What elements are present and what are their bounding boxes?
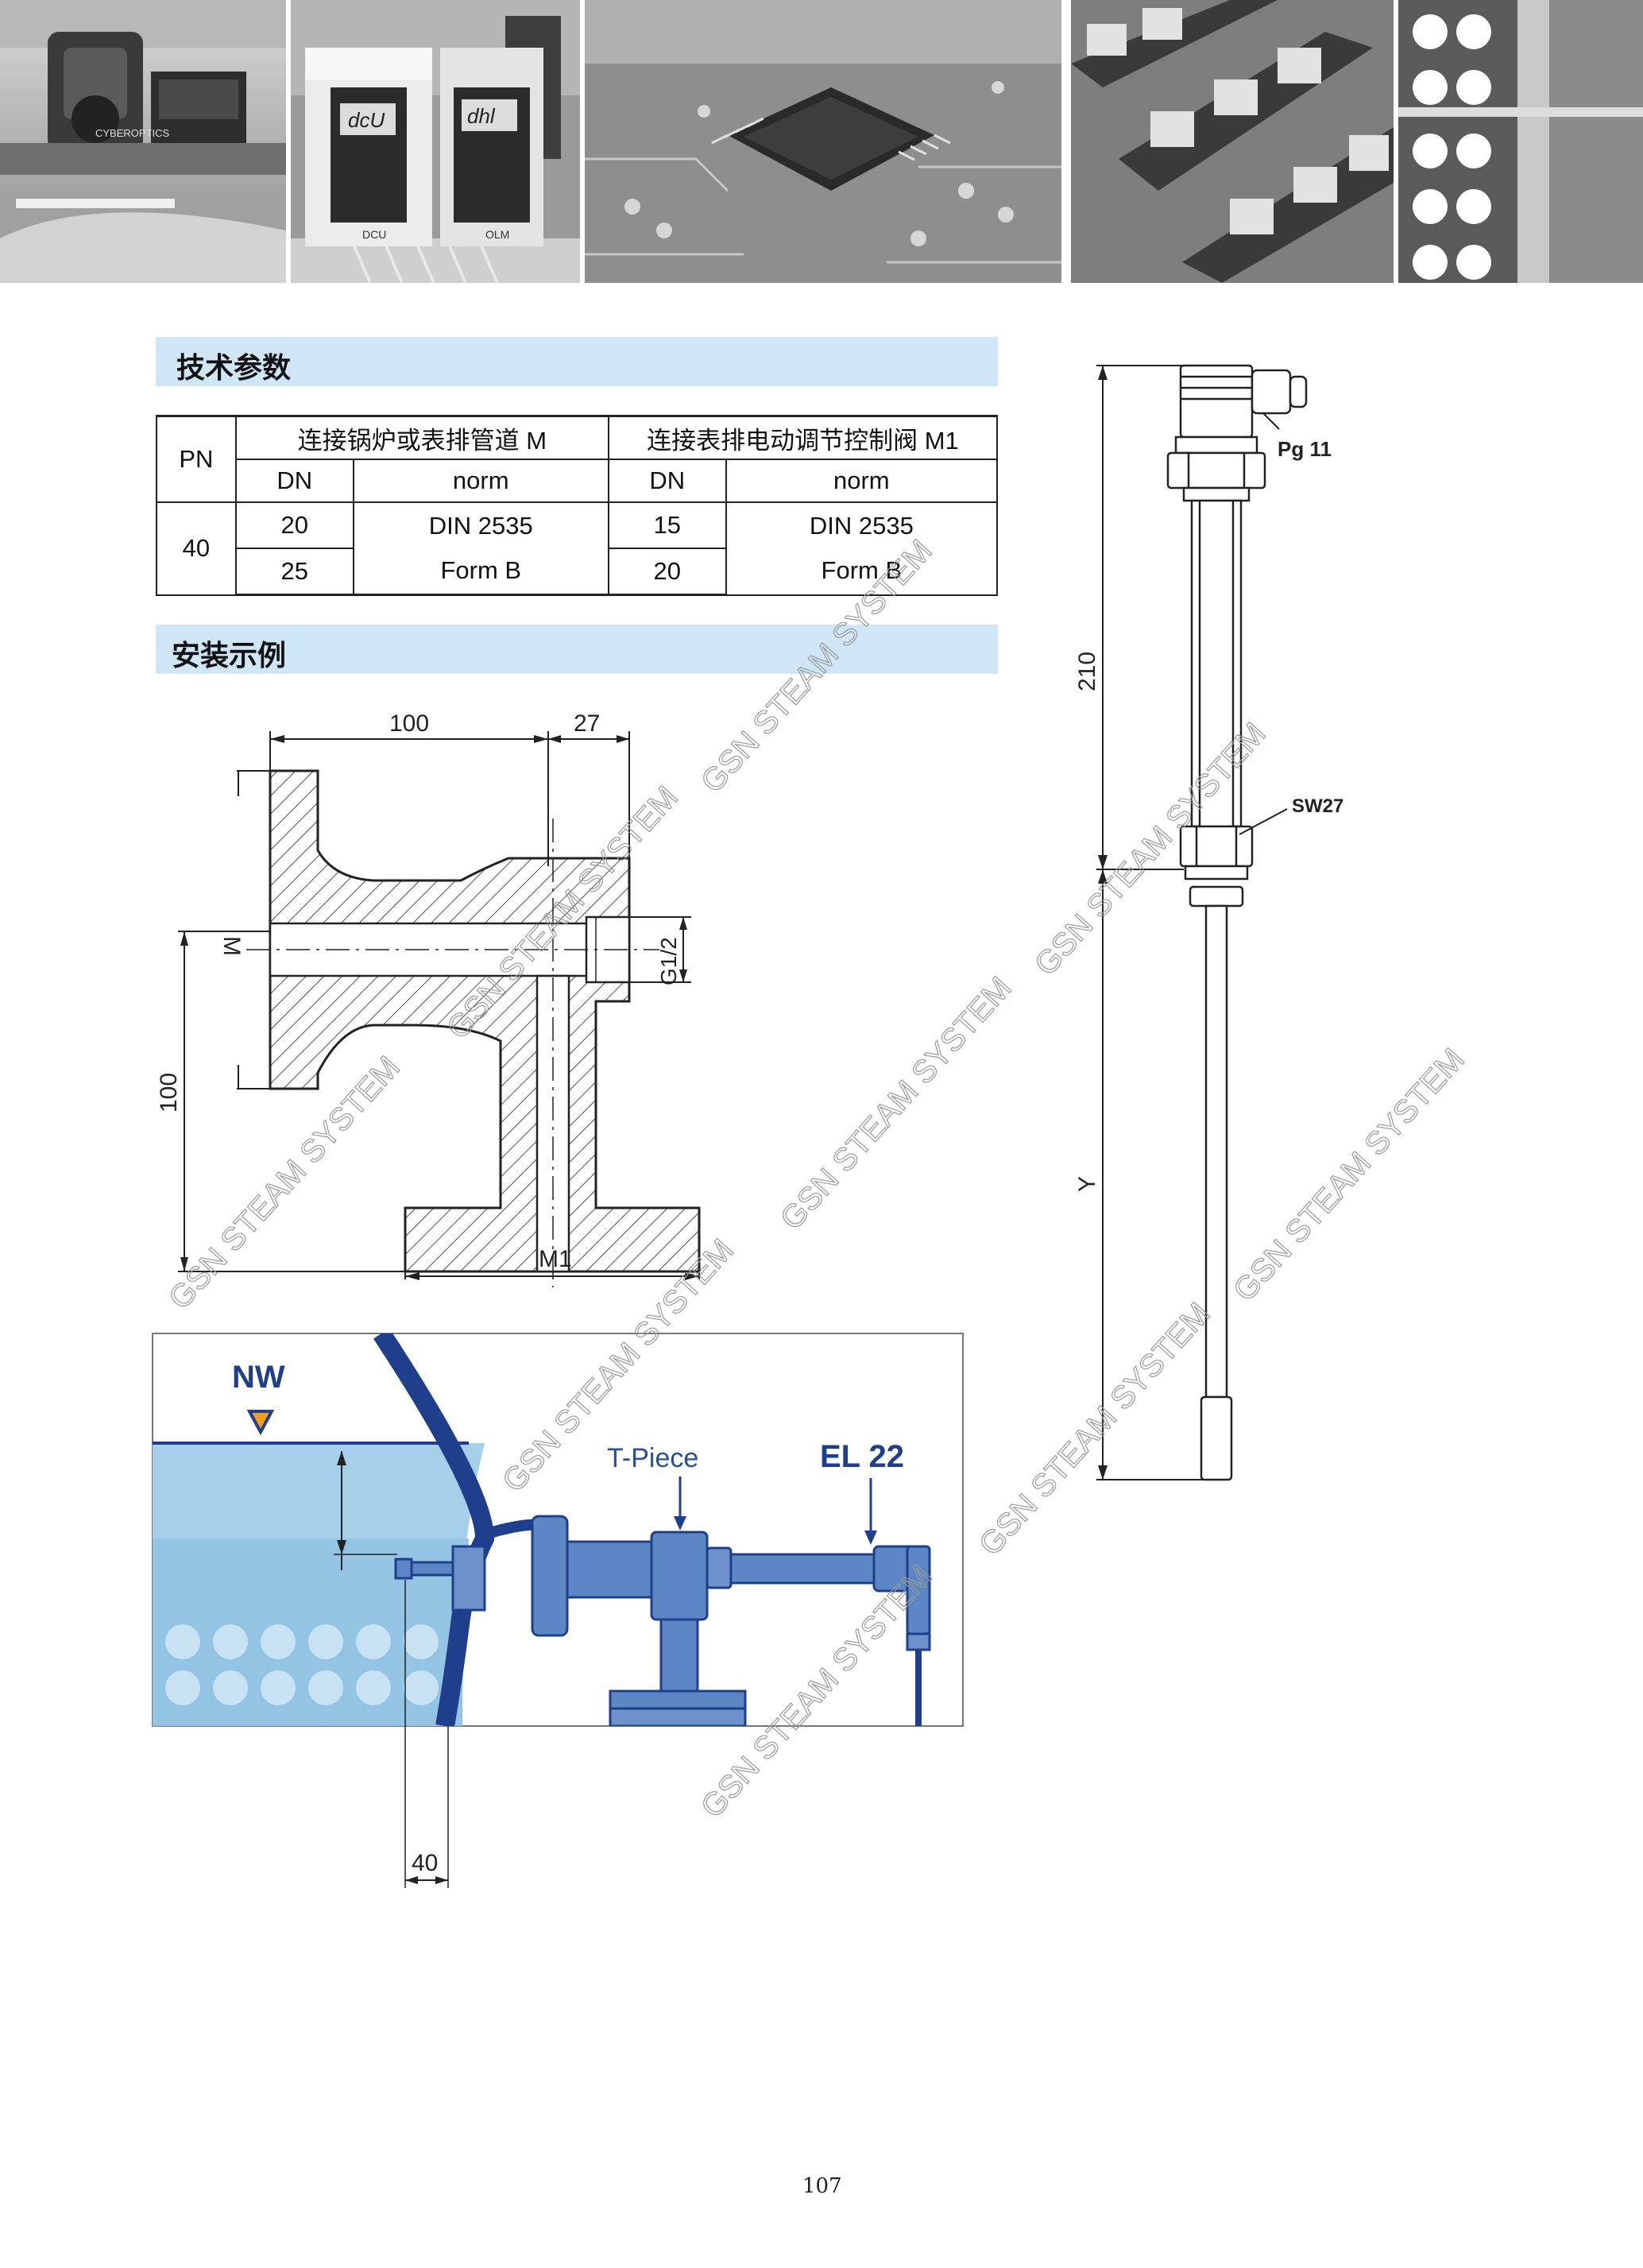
dim-top-left: 100 (389, 710, 429, 737)
table-row: PN 连接锅炉或表排管道 M 连接表排电动调节控制阀 M1 (156, 415, 999, 503)
dim-210: 210 (1074, 652, 1100, 691)
dim-top-right: 27 (574, 710, 600, 737)
sensor-camera-photo: CYBEROPTICS (0, 0, 286, 283)
norm-header: norm (725, 459, 999, 503)
control-units-photo: dcU DCU dhl OLM (291, 0, 580, 283)
dim-vertical: 100 (156, 1073, 182, 1113)
table-cell: Form B (821, 556, 903, 585)
dim-bottom: 40 (412, 1850, 438, 1876)
label-m: M (218, 936, 245, 956)
label-pg: Pg 11 (1278, 437, 1332, 461)
led-panel-photo (1398, 0, 1643, 283)
table-cell: 20 (607, 548, 727, 596)
table-row: 25 20 (157, 548, 997, 596)
table-row: DN norm DN norm (157, 459, 999, 503)
header-banner: CYBEROPTICS dcU DCU dhl OLM (0, 0, 1643, 283)
table-cell: Form B (440, 556, 522, 584)
section-header-tech-params: 技术参数 (156, 337, 998, 386)
label-el22: EL 22 (820, 1439, 904, 1474)
olm-caption: OLM (485, 228, 509, 241)
m1-norm-cell: DIN 2535 Form B (725, 501, 999, 596)
dcu-caption: DCU (362, 228, 386, 241)
table-cell: 20 (234, 501, 354, 549)
m-norm-cell: DIN 2535 Form B (352, 501, 609, 596)
group-m1-header: 连接表排电动调节控制阀 M1 (607, 415, 999, 460)
electrode-drawing: Pg 11 210 Y SW27 (1074, 364, 1343, 1481)
label-tpiece: T-Piece (607, 1443, 698, 1473)
table-row: 40 20 DIN 2535 Form B 15 DIN 2535 Form B (156, 501, 999, 596)
circuit-chip-photo (585, 0, 1061, 283)
installation-diagram: NW T-Piece EL 22 40 (152, 1333, 964, 1888)
section-header-install-example: 安装示例 (156, 625, 998, 674)
label-sw: SW27 (1292, 795, 1343, 817)
label-thread: G1/2 (656, 937, 681, 985)
dn-header: DN (234, 459, 354, 503)
pn-value: 40 (156, 501, 237, 596)
table-cell: 25 (234, 548, 354, 596)
label-m1: M1 (539, 1246, 572, 1272)
dcu-display-label: dcU (348, 108, 385, 132)
tpiece-drawing: 100 27 M 100 G1/2 M1 (156, 710, 701, 1287)
table-cell: DIN 2535 (428, 512, 533, 540)
norm-header: norm (352, 459, 609, 503)
table-cell: 15 (607, 501, 727, 549)
circuit-boards-photo (1071, 0, 1394, 283)
label-y: Y (1074, 1176, 1100, 1192)
table-cell: DIN 2535 (809, 512, 914, 540)
label-nw: NW (232, 1360, 285, 1395)
brand-text: CYBEROPTICS (95, 127, 170, 139)
page-number: 107 (802, 2174, 842, 2198)
dn-header: DN (607, 459, 727, 503)
dhl-display-label: dhl (467, 104, 496, 128)
section-title: 技术参数 (176, 352, 292, 385)
nw-level-icon (246, 1410, 275, 1436)
section-title: 安装示例 (172, 640, 287, 672)
pn-header: PN (156, 415, 237, 503)
spec-table: PN 连接锅炉或表排管道 M 连接表排电动调节控制阀 M1 DN norm DN… (156, 415, 999, 596)
group-m-header: 连接锅炉或表排管道 M (234, 415, 609, 460)
watermark-text: GSN STEAM SYSTEM (774, 970, 1019, 1237)
